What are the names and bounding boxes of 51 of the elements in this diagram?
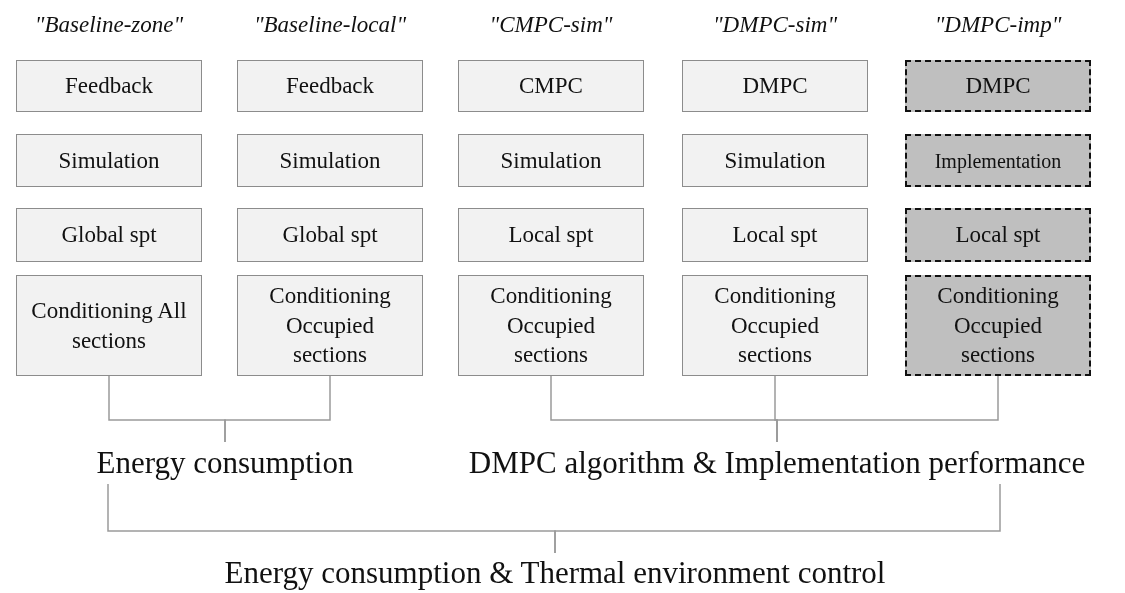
box-label: Global spt <box>282 221 378 250</box>
process-box <box>16 275 202 376</box>
box-label: Conditioning Occupied sections <box>713 281 837 370</box>
process-box <box>458 60 644 112</box>
process-box <box>682 60 868 112</box>
bracket-connector <box>224 375 331 443</box>
box-label: CMPC <box>519 72 583 101</box>
process-box <box>458 208 644 262</box>
process-box <box>16 60 202 112</box>
process-box <box>905 208 1091 262</box>
box-label: Local spt <box>732 221 818 250</box>
bracket-connector <box>554 483 1001 554</box>
summary-label: Energy consumption <box>96 445 354 481</box>
box-label: Global spt <box>61 221 157 250</box>
process-box <box>237 60 423 112</box>
process-box <box>905 60 1091 112</box>
column-heading: "DMPC-sim" <box>711 12 839 38</box>
process-box <box>905 275 1091 376</box>
box-label: Conditioning Occupied sections <box>489 281 613 370</box>
process-box <box>237 208 423 262</box>
column-heading: "Baseline-local" <box>252 12 408 38</box>
process-box <box>16 134 202 187</box>
summary-label: DMPC algorithm & Implementation performance <box>468 445 1086 481</box>
bracket-connector <box>776 375 999 443</box>
column-heading: "DMPC-imp" <box>933 12 1063 38</box>
process-box <box>682 275 868 376</box>
box-label: Conditioning All sections <box>30 296 188 355</box>
process-box <box>16 208 202 262</box>
process-box <box>682 134 868 187</box>
box-label: Simulation <box>724 146 826 175</box>
box-label: Simulation <box>500 146 602 175</box>
box-label: Feedback <box>64 72 154 101</box>
box-label: DMPC <box>742 72 808 101</box>
box-label: Feedback <box>285 72 375 101</box>
column-heading: "Baseline-zone" <box>33 12 185 38</box>
box-label: Simulation <box>58 146 160 175</box>
process-box <box>458 275 644 376</box>
box-label: DMPC <box>965 72 1031 101</box>
box-label: Conditioning Occupied sections <box>268 281 392 370</box>
process-box <box>237 275 423 376</box>
box-label: Conditioning Occupied sections <box>936 281 1060 370</box>
column-heading: "CMPC-sim" <box>488 12 614 38</box>
process-box <box>237 134 423 187</box>
process-box <box>905 134 1091 187</box>
process-box <box>458 134 644 187</box>
box-label: Local spt <box>955 221 1041 250</box>
box-label: Local spt <box>508 221 594 250</box>
box-label: Implementation <box>934 148 1062 174</box>
box-label: Simulation <box>279 146 381 175</box>
process-box <box>682 208 868 262</box>
summary-label: Energy consumption & Thermal environment control <box>224 555 886 591</box>
